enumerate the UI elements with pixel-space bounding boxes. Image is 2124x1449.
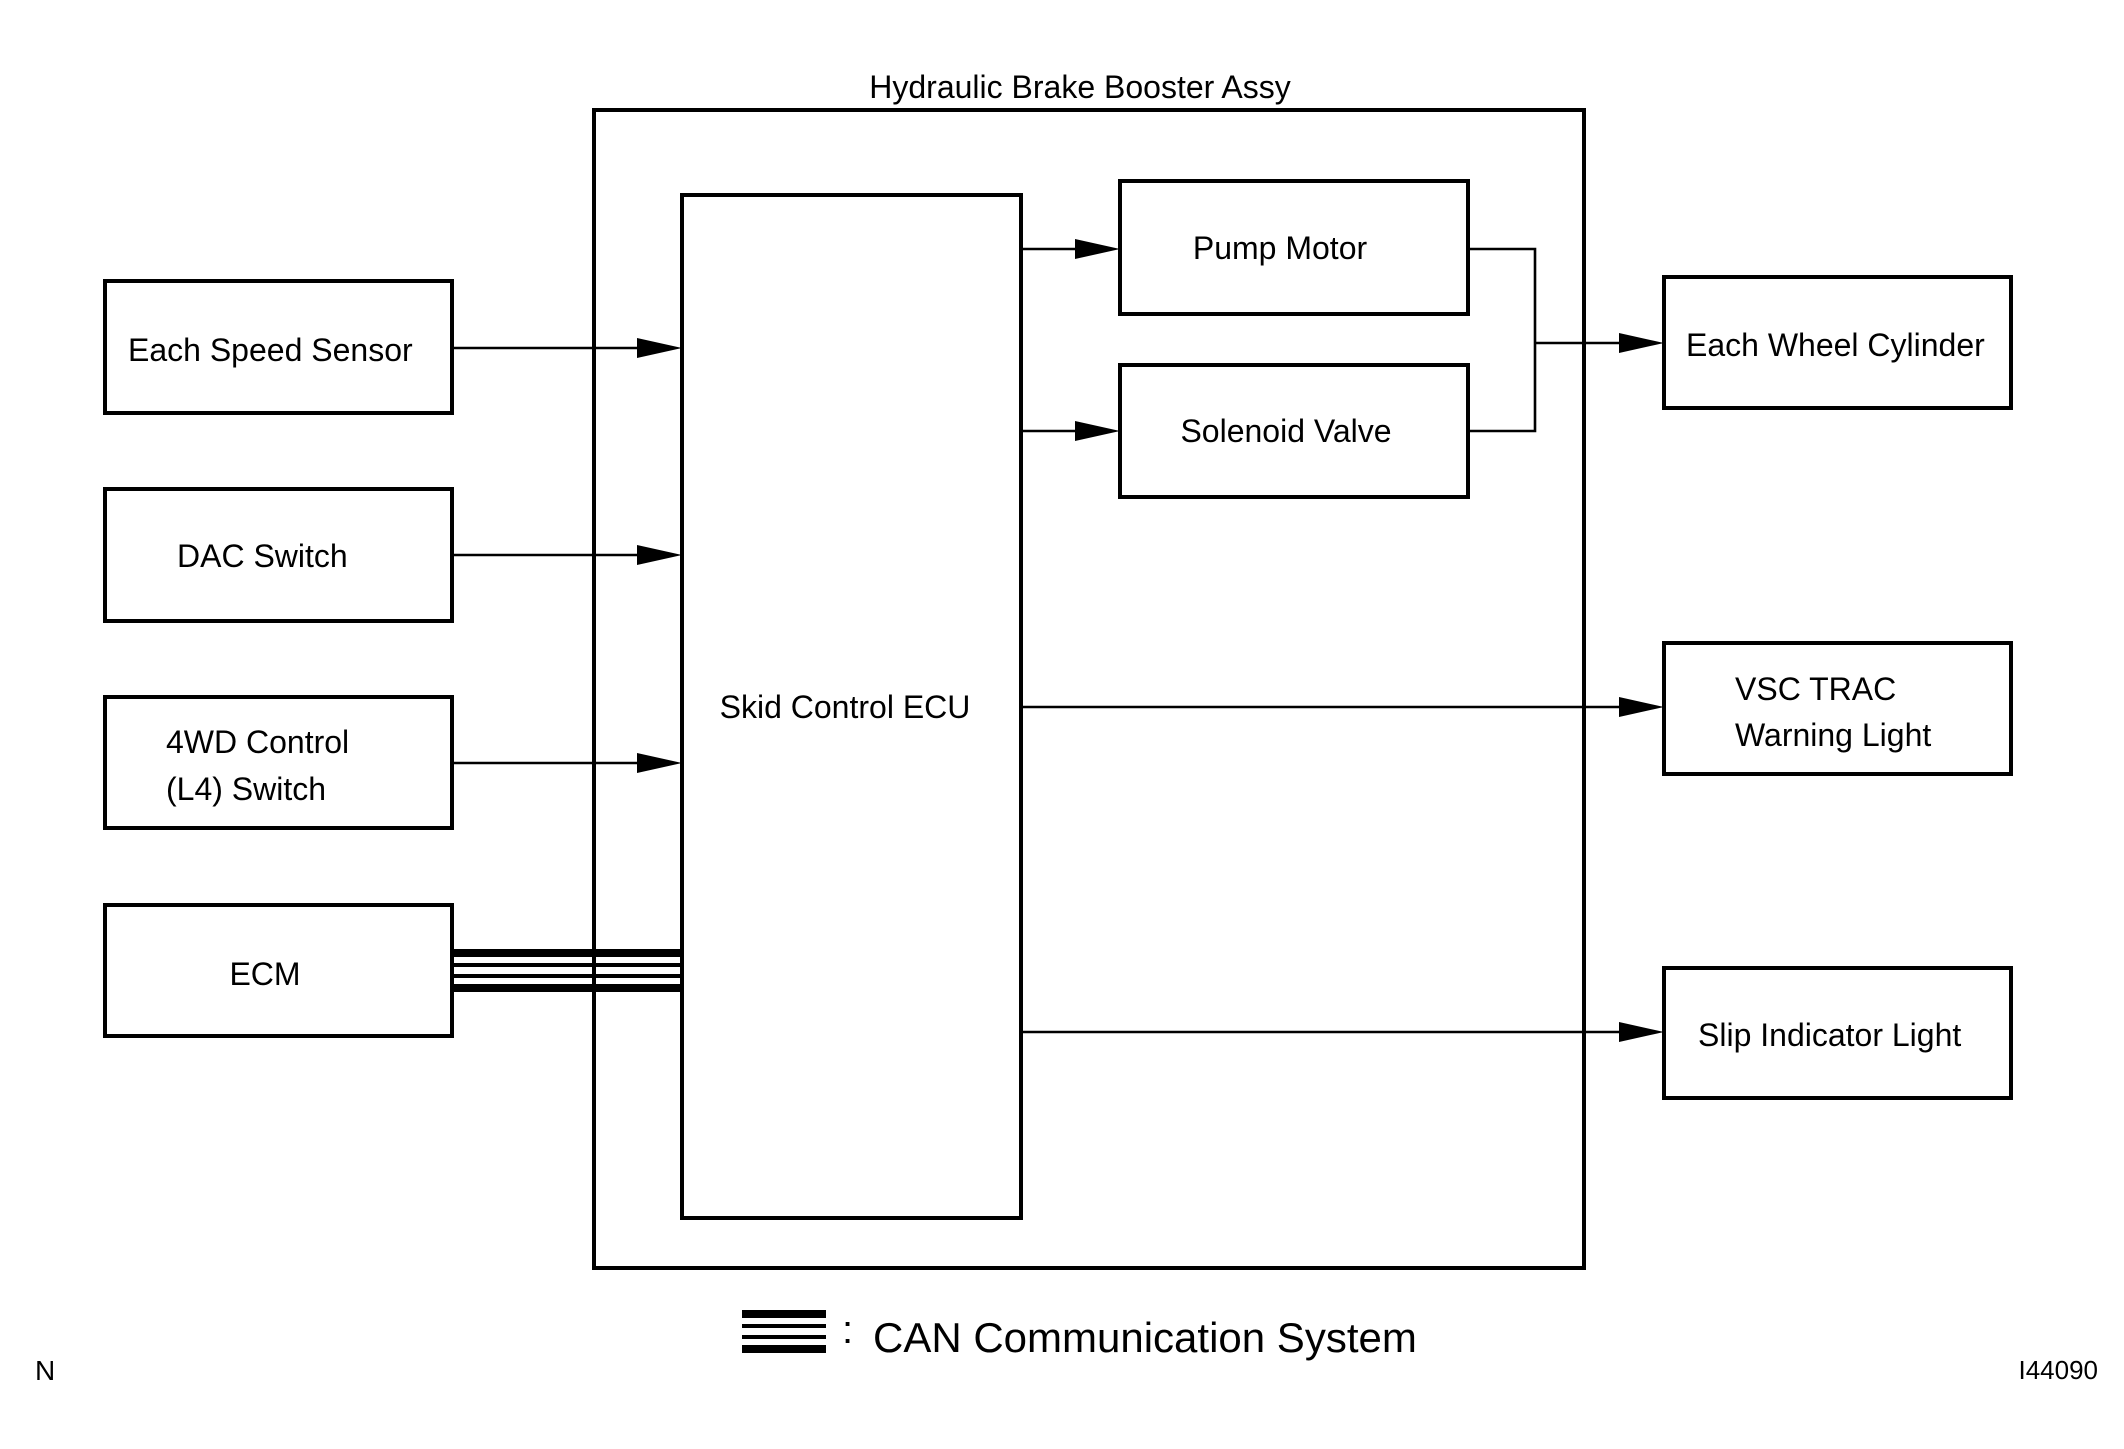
figure-id: I44090	[2018, 1355, 2098, 1385]
can-bus-lines	[452, 949, 682, 992]
legend-separator: :	[842, 1308, 853, 1352]
wheel-cylinder-box	[1662, 275, 2013, 410]
slip-indicator-light-box	[1662, 966, 2013, 1100]
pump-motor-to-junction-line	[1468, 247, 1537, 433]
vsc-trac-warning-light-box	[1662, 641, 2013, 776]
pump-motor-box	[1118, 179, 1470, 316]
vsc-trac-arrowhead	[1619, 697, 1664, 717]
vsc-trac-label-line1: VSC TRAC	[1735, 671, 1896, 707]
dac-switch-arrowhead	[637, 545, 682, 565]
diagram-title: Hydraulic Brake Booster Assy	[869, 69, 1291, 105]
speed-sensor-box	[103, 279, 454, 415]
legend-label: CAN Communication System	[873, 1314, 1417, 1361]
dac-switch-box	[103, 487, 454, 623]
4wd-switch-arrowhead	[637, 753, 682, 773]
corner-mark-left: N	[35, 1355, 55, 1386]
speed-sensor-label: Each Speed Sensor	[128, 332, 413, 368]
skid-control-ecu-label: Skid Control ECU	[720, 689, 971, 725]
solenoid-valve-arrowhead	[1075, 421, 1120, 441]
slip-indicator-arrowhead	[1619, 1022, 1664, 1042]
slip-indicator-label: Slip Indicator Light	[1698, 1017, 1961, 1053]
vsc-trac-label-line2: Warning Light	[1735, 717, 1931, 753]
speed-sensor-arrowhead	[637, 338, 682, 358]
solenoid-valve-label: Solenoid Valve	[1180, 413, 1391, 449]
4wd-control-label-line1: 4WD Control	[166, 724, 349, 760]
ecm-label: ECM	[229, 956, 300, 992]
4wd-control-switch-box	[103, 695, 454, 830]
4wd-control-label-line2: (L4) Switch	[166, 771, 326, 807]
can-legend-symbol	[742, 1310, 826, 1353]
skid-control-ecu-box	[680, 193, 1023, 1220]
pump-motor-arrowhead	[1075, 239, 1120, 259]
ecm-box	[103, 903, 454, 1038]
wheel-cylinder-arrowhead	[1619, 333, 1664, 353]
dac-switch-label: DAC Switch	[177, 538, 348, 574]
pump-motor-label: Pump Motor	[1193, 230, 1368, 266]
wheel-cylinder-label: Each Wheel Cylinder	[1686, 327, 1985, 363]
